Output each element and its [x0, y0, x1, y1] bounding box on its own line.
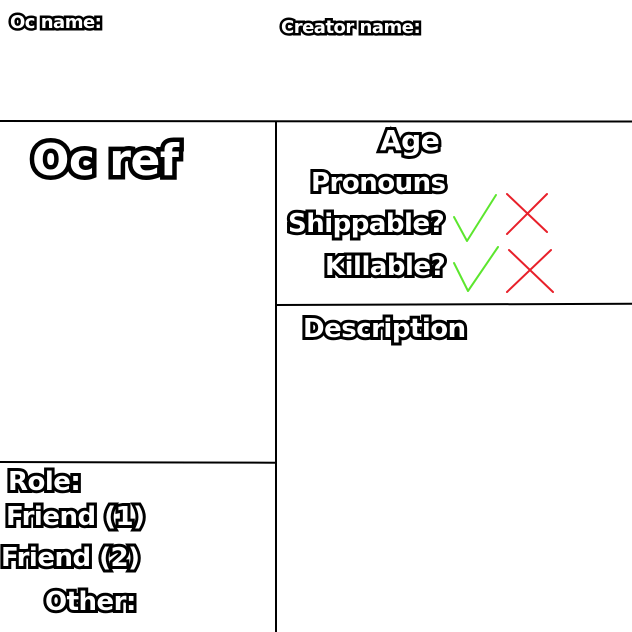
- killable-cross-icon[interactable]: [505, 248, 555, 294]
- divider-top: [0, 120, 632, 123]
- other-label: Other:: [42, 586, 139, 618]
- age-label: Age: [377, 124, 443, 158]
- shippable-cross-icon[interactable]: [505, 192, 549, 236]
- description-label: Description: [300, 313, 469, 345]
- oc-name-label: Oc name:: [7, 11, 104, 34]
- killable-label: Killable?: [322, 251, 449, 283]
- divider-left: [0, 461, 276, 464]
- shippable-label: Shippable?: [285, 208, 448, 240]
- pronouns-label: Pronouns: [308, 167, 449, 199]
- shippable-check-icon[interactable]: [452, 193, 498, 245]
- killable-check-icon[interactable]: [452, 245, 500, 295]
- divider-vertical: [275, 121, 277, 632]
- oc-ref-label: Oc ref: [28, 134, 184, 187]
- friend-2-label: Friend (2): [0, 542, 143, 574]
- friend-1-label: Friend (1): [3, 501, 148, 533]
- creator-name-label: Creator name:: [278, 16, 423, 39]
- role-label: Role:: [5, 466, 84, 498]
- divider-right: [276, 302, 632, 306]
